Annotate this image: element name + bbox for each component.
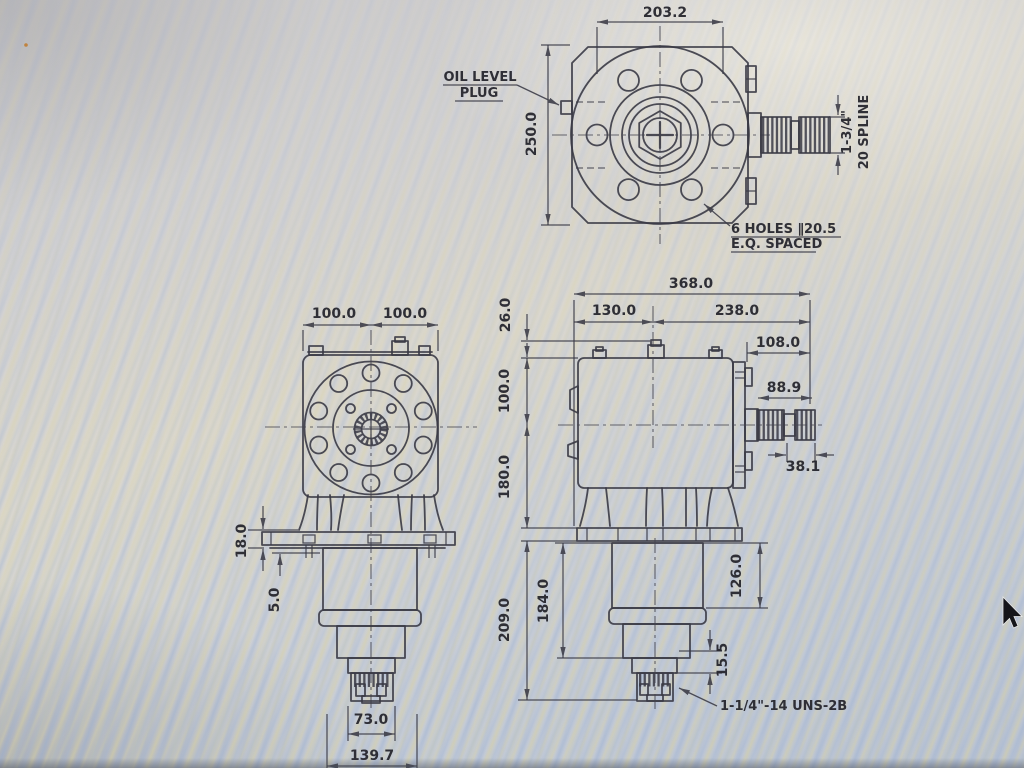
dim-100-right: 100.0 [383,306,428,322]
label-holes-2: E.Q. SPACED [731,237,823,252]
dim-184-0: 184.0 [536,579,552,624]
dim-126-0: 126.0 [729,554,745,599]
dim-209-0: 209.0 [497,598,513,643]
dim-203-2: 203.2 [643,5,687,21]
label-holes-1: 6 HOLES ∥20.5 [731,222,836,237]
dim-5-0: 5.0 [267,587,283,612]
dim-26-0: 26.0 [498,297,514,332]
front-view: 100.0 100.0 18.0 5.0 73.0 139.7 [234,306,477,768]
label-shaft-dia: 1-3/4" [840,110,855,154]
top-view: 203.2 250.0 OIL LEVEL PLUG 6 HOLES ∥20.5… [443,5,872,253]
dim-250-0: 250.0 [524,112,540,157]
side-view: 368.0 130.0 238.0 108.0 88.9 38.1 26.0 [497,276,847,714]
dim-100-left: 100.0 [312,306,357,322]
dim-73-0: 73.0 [354,712,389,728]
label-oil-plug: PLUG [460,86,499,101]
screen-bottom-shade [0,758,1024,768]
dim-100-0-side: 100.0 [497,369,513,414]
dim-38-1: 38.1 [786,459,821,475]
dim-15-5: 15.5 [715,643,731,678]
dim-108-0: 108.0 [756,335,801,351]
label-oil-level: OIL LEVEL [443,70,516,85]
dim-238-0: 238.0 [715,303,760,319]
dim-130-0: 130.0 [592,303,637,319]
oil-plug [560,100,573,115]
label-thread-note: 1-1/4"-14 UNS-2B [720,699,847,714]
dim-139-7: 139.7 [350,748,394,764]
label-shaft-spline: 20 SPLINE [857,95,872,169]
dim-18-0: 18.0 [234,523,250,558]
dead-pixel [24,43,28,47]
mouse-cursor-icon [1002,596,1023,629]
dim-88-9: 88.9 [767,380,802,396]
dim-180-0: 180.0 [497,455,513,500]
dim-368-0: 368.0 [669,276,714,292]
